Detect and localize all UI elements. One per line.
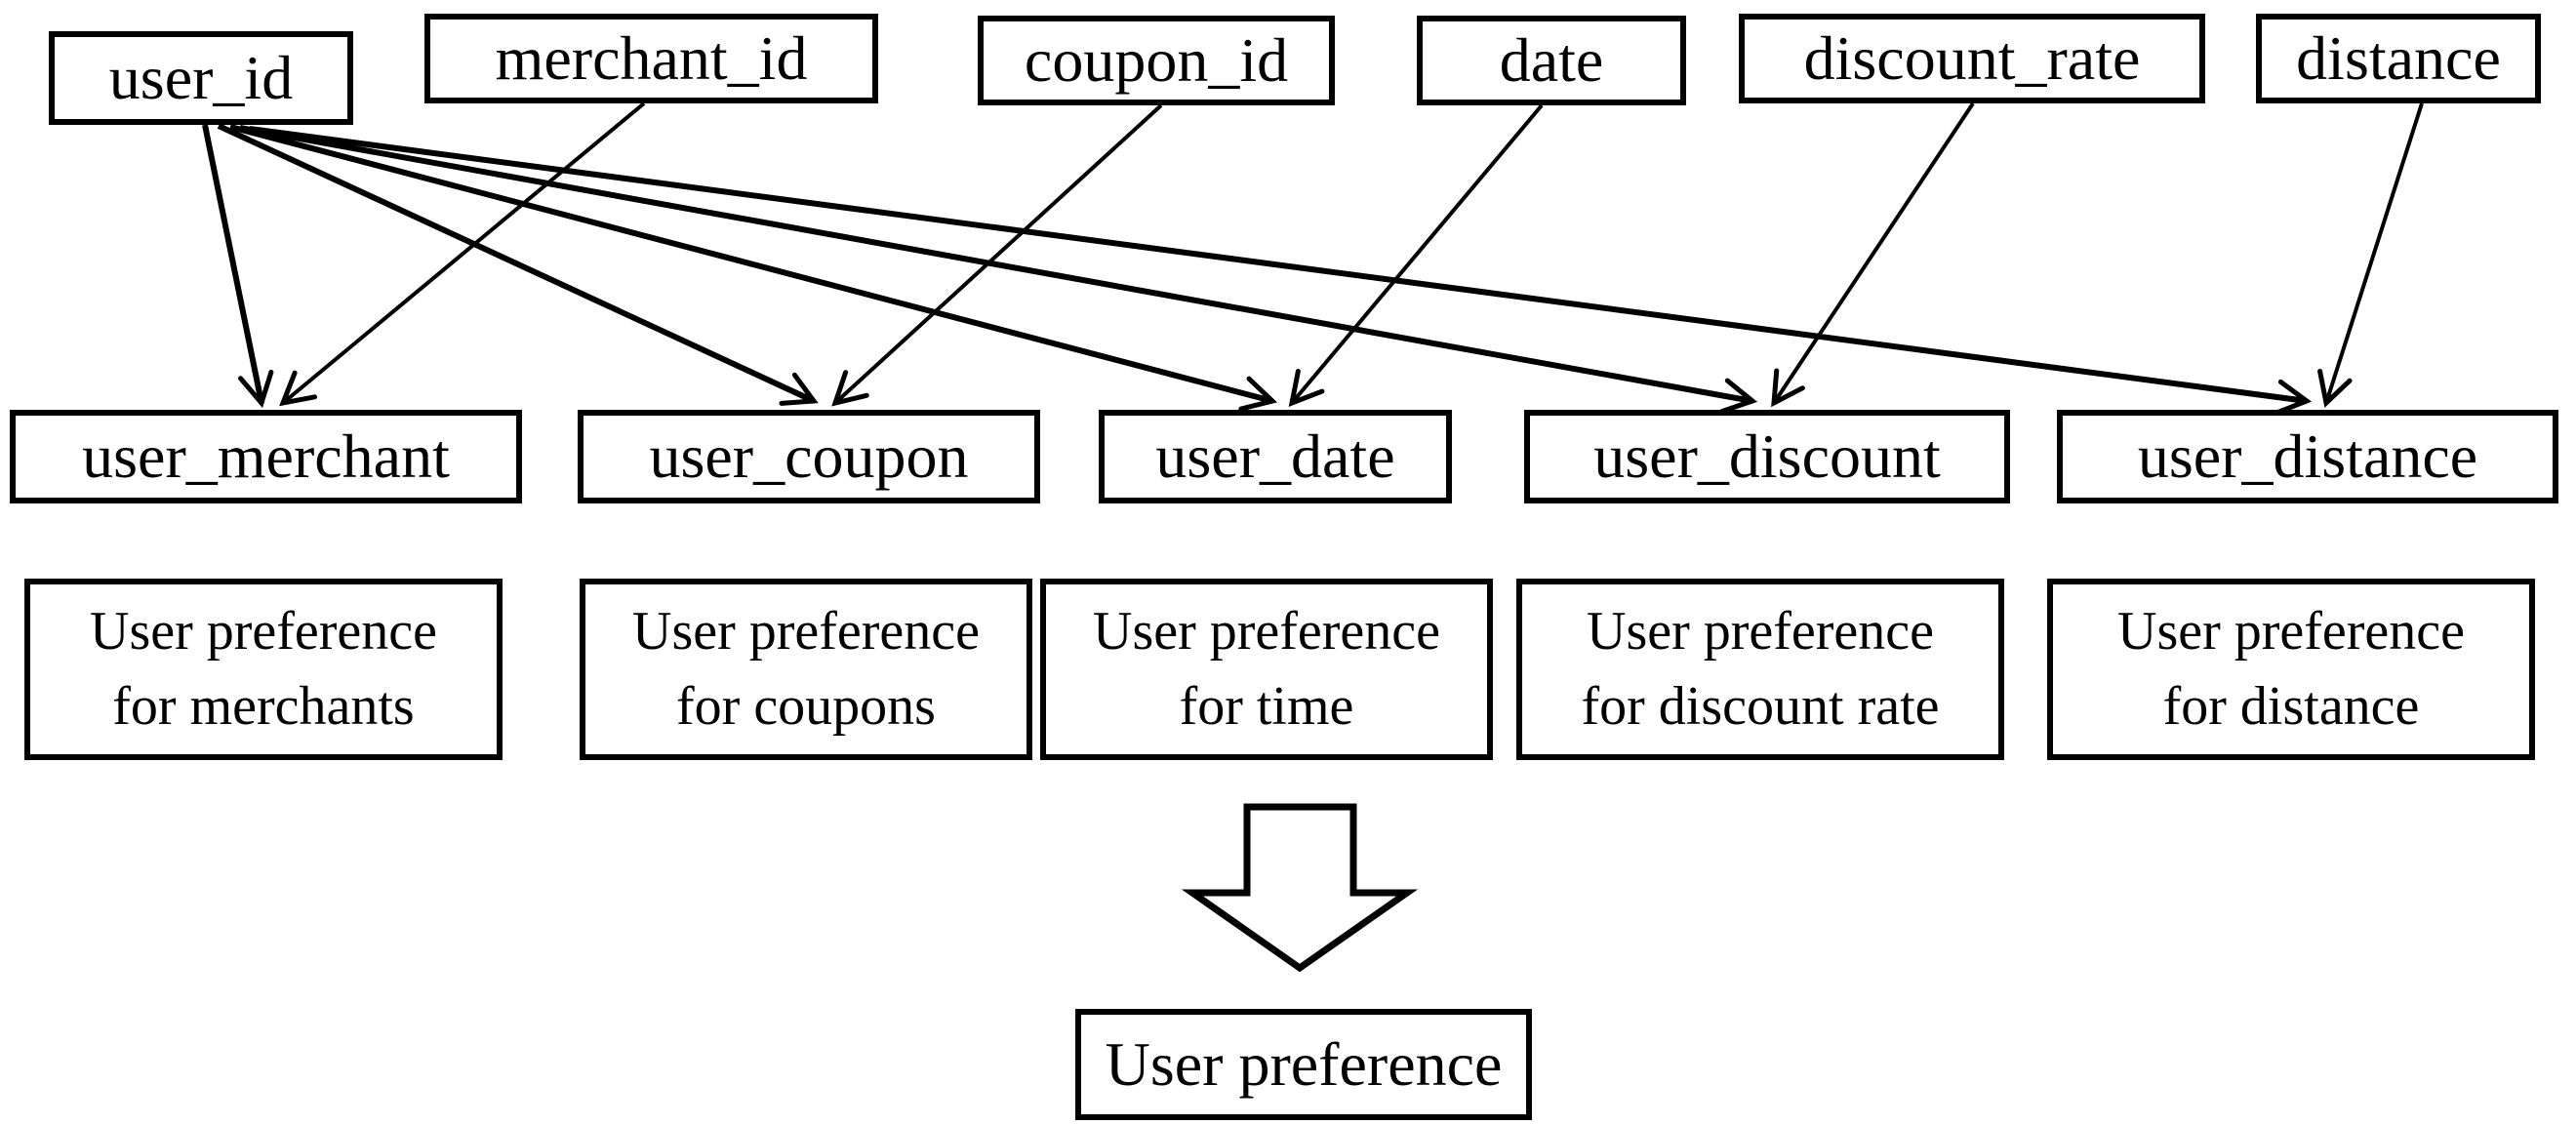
edge-distance-to-user_distance [2317, 102, 2424, 408]
desc-line: User preference [632, 600, 980, 662]
desc-preference-merchants: User preference for merchants [24, 579, 503, 760]
node-user-date: user_date [1099, 410, 1452, 503]
node-coupon-id: coupon_id [978, 16, 1335, 105]
desc-preference-discount-rate: User preference for discount rate [1516, 579, 2004, 760]
desc-line: for merchants [112, 676, 415, 737]
desc-preference-time: User preference for time [1040, 579, 1493, 760]
node-label: discount_rate [1803, 22, 2141, 93]
node-label: user_coupon [649, 421, 969, 491]
edge-coupon_id-to-user_coupon [831, 103, 1163, 407]
node-date: date [1417, 16, 1686, 105]
edge-discount_rate-to-user_discount [1771, 101, 1975, 408]
node-merchant-id: merchant_id [424, 14, 878, 103]
edge-group [202, 101, 2424, 416]
node-label: user_discount [1593, 421, 1941, 491]
node-user-preference: User preference [1075, 1009, 1532, 1120]
desc-preference-distance: User preference for distance [2047, 579, 2535, 760]
desc-line: User preference [90, 600, 437, 662]
node-label: user_distance [2137, 421, 2478, 491]
node-label: user_date [1155, 421, 1395, 491]
edge-date-to-user_date [1288, 103, 1544, 407]
desc-line: for coupons [676, 676, 936, 737]
node-label: user_id [108, 42, 294, 112]
node-discount-rate: discount_rate [1739, 14, 2205, 103]
node-distance: distance [2256, 14, 2541, 103]
node-label: user_merchant [82, 421, 450, 491]
edge-merchant_id-to-user_merchant [279, 101, 646, 407]
edge-user_id-to-user_distance [249, 126, 2313, 416]
node-label: merchant_id [495, 22, 808, 93]
edge-user_id-to-user_date [229, 124, 1278, 412]
node-label: distance [2296, 22, 2501, 93]
edge-user_id-to-user_discount [239, 125, 1758, 415]
node-user-distance: user_distance [2057, 410, 2558, 503]
desc-preference-coupons: User preference for coupons [580, 579, 1032, 760]
desc-line: for discount rate [1581, 676, 1940, 737]
node-label: User preference [1105, 1028, 1503, 1099]
desc-line: for time [1179, 676, 1354, 737]
node-user-coupon: user_coupon [578, 410, 1040, 503]
edge-user_id-to-user_coupon [217, 123, 819, 406]
edge-user_id-to-user_merchant [202, 124, 274, 409]
desc-line: for distance [2162, 676, 2420, 737]
down-block-arrow-icon [1181, 803, 1419, 973]
desc-line: User preference [1093, 600, 1440, 662]
desc-line: User preference [1587, 600, 1934, 662]
node-user-id: user_id [49, 31, 353, 125]
node-label: coupon_id [1024, 24, 1289, 95]
node-user-discount: user_discount [1524, 410, 2010, 503]
node-label: date [1499, 24, 1604, 95]
desc-line: User preference [2117, 600, 2465, 662]
node-user-merchant: user_merchant [10, 410, 522, 503]
